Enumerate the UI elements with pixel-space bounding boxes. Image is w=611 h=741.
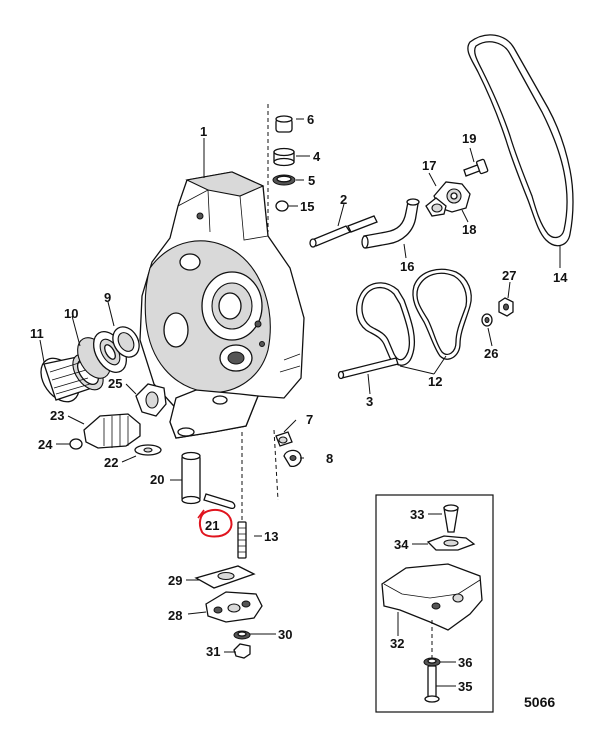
rod-part-2	[309, 215, 378, 248]
callout-26: 26	[484, 346, 498, 361]
gaskets-part-12	[355, 268, 472, 366]
sleeve-part-4	[273, 147, 295, 167]
callout-22: 22	[104, 455, 118, 470]
callout-34: 34	[394, 537, 409, 552]
callout-25: 25	[108, 376, 122, 391]
cover-part-28	[205, 591, 263, 623]
race-part-9	[112, 326, 140, 358]
callout-12: 12	[428, 374, 442, 389]
callout-32: 32	[390, 636, 404, 651]
stud-part-13	[237, 521, 247, 559]
callout-10: 10	[64, 306, 78, 321]
callout-labels: 1 2 3 4 5 6 7 8 9 10 11 12 13 14 15 16 1…	[30, 112, 568, 694]
callout-2: 2	[340, 192, 347, 207]
callout-36: 36	[458, 655, 472, 670]
axis-line-fitting	[273, 429, 279, 501]
nut-part-31	[233, 643, 251, 659]
callout-4: 4	[313, 149, 321, 164]
gasket-part-14	[467, 34, 574, 247]
callout-29: 29	[168, 573, 182, 588]
cap-part-6	[275, 115, 293, 133]
figure-number: 5066	[524, 694, 555, 710]
callout-35: 35	[458, 679, 472, 694]
callout-14: 14	[553, 270, 568, 285]
seal-part-5	[272, 174, 296, 186]
callout-27: 27	[502, 268, 516, 283]
bolt-part-19	[463, 158, 489, 177]
washer-part-30	[233, 630, 251, 640]
gear-housing	[139, 171, 305, 439]
sleeve-part-20	[181, 451, 201, 505]
callout-28: 28	[168, 608, 182, 623]
leader-lines	[39, 118, 561, 687]
callout-24: 24	[38, 437, 53, 452]
callout-7: 7	[306, 412, 313, 427]
clip-part-24	[69, 438, 83, 450]
gasket-part-29	[194, 565, 256, 589]
washer-part-36	[423, 657, 441, 667]
clamp-part-25	[135, 383, 167, 417]
nut-part-27	[498, 297, 514, 317]
callout-8: 8	[326, 451, 333, 466]
callout-17: 17	[422, 158, 436, 173]
callout-31: 31	[206, 644, 220, 659]
callout-6: 6	[307, 112, 314, 127]
callout-20: 20	[150, 472, 164, 487]
callout-16: 16	[400, 259, 414, 274]
plug-part-15	[275, 200, 289, 212]
plate-part-32	[381, 563, 483, 631]
pin-part-3	[337, 357, 399, 380]
callout-5: 5	[308, 173, 315, 188]
cap-part-33	[443, 504, 459, 533]
callout-11: 11	[30, 326, 44, 341]
callout-1: 1	[200, 124, 207, 139]
callout-30: 30	[278, 627, 292, 642]
clip-part-8	[283, 449, 302, 468]
callout-15: 15	[300, 199, 314, 214]
callout-19: 19	[462, 131, 476, 146]
callout-3: 3	[366, 394, 373, 409]
washer-part-22	[134, 444, 162, 456]
callout-13: 13	[264, 529, 278, 544]
hose-part-16	[361, 198, 420, 249]
callout-9: 9	[104, 290, 111, 305]
callout-23: 23	[50, 408, 64, 423]
callout-33: 33	[410, 507, 424, 522]
highlight-circle	[197, 508, 233, 538]
washer-part-26	[481, 313, 493, 327]
boot-part-23	[83, 413, 141, 449]
callout-21: 21	[205, 518, 219, 533]
callout-18: 18	[462, 222, 476, 237]
fitting-part-7	[275, 431, 293, 447]
gasket-part-34	[426, 535, 476, 551]
pin-part-21	[203, 493, 236, 510]
fitting-part-17	[425, 181, 471, 217]
bolt-part-35	[424, 665, 440, 703]
